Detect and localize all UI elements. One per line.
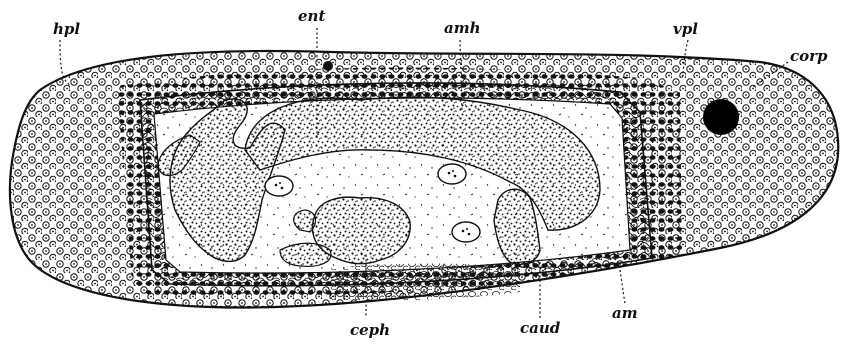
- corpuscle: [703, 99, 739, 135]
- label-hpl: hpl: [53, 22, 80, 37]
- label-ent: ent: [298, 9, 325, 24]
- label-amh: amh: [444, 21, 481, 36]
- ent-dot: [323, 61, 333, 71]
- label-caud: caud: [520, 321, 560, 336]
- label-corp: corp: [790, 49, 828, 64]
- yolk-cells: [330, 264, 520, 301]
- label-am: am: [612, 306, 638, 321]
- label-vpl: vpl: [673, 22, 698, 37]
- label-ceph: ceph: [350, 323, 390, 338]
